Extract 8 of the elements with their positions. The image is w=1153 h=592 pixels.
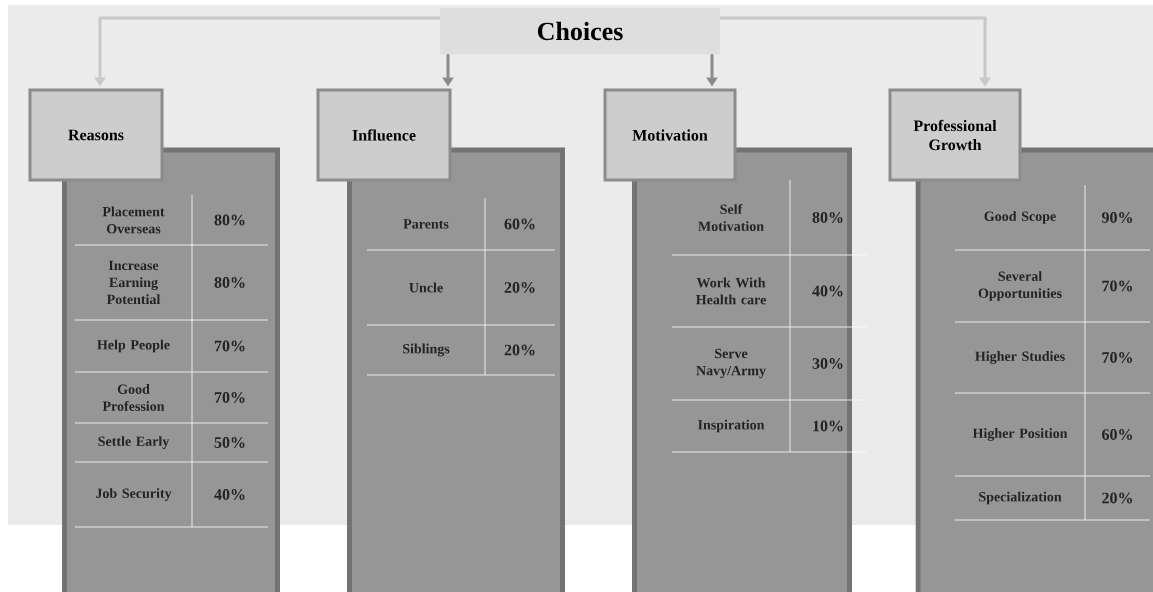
header-box: Motivation	[603, 88, 737, 182]
table-panel: Self Motivation 80% Work With Health care 40% Serve Navy/Army 30% Inspiration 10%	[632, 147, 867, 592]
header-box: Influence	[316, 88, 452, 182]
title-band: Choices	[440, 8, 720, 54]
header-box: Reasons	[28, 88, 164, 182]
header-box: Professional Growth	[888, 88, 1022, 182]
table-panel: Placement Overseas 80% Increase Earning Potential 80% Help People 70% Good Profession 70% Settle Early 50% Job Security 40%	[62, 147, 280, 592]
table-panel: Parents 60% Uncle 20% Siblings 20%	[347, 147, 565, 592]
